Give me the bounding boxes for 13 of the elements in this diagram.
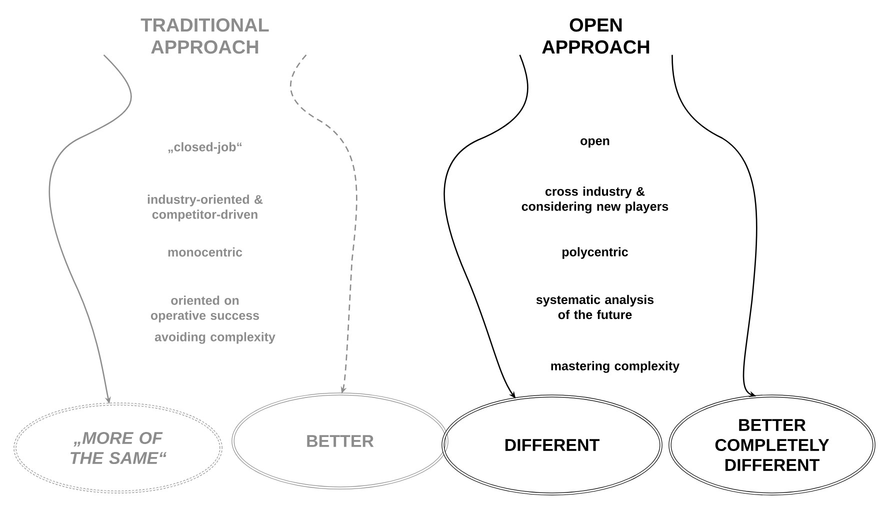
criterion-text: open xyxy=(580,138,610,148)
criterion-text: „closed-job“ xyxy=(168,142,242,154)
criterion-text: avoiding complexity xyxy=(154,332,276,344)
criterion-text: cross industry & considering new players xyxy=(522,186,668,214)
criterion-text: mastering complexity xyxy=(551,361,680,373)
criterion-text: industry-oriented & competitor-driven xyxy=(148,194,263,222)
criterion-text: monocentric xyxy=(168,247,242,257)
criterion-text: polycentric xyxy=(562,247,628,259)
criterion-text: oriented on operative success xyxy=(150,296,260,322)
criterion-text: systematic analysis of the future xyxy=(536,294,654,320)
approach-heading: TRADITIONAL APPROACH xyxy=(140,18,269,54)
curved-arrow xyxy=(672,54,758,397)
approach-heading: OPEN APPROACH xyxy=(542,18,650,54)
